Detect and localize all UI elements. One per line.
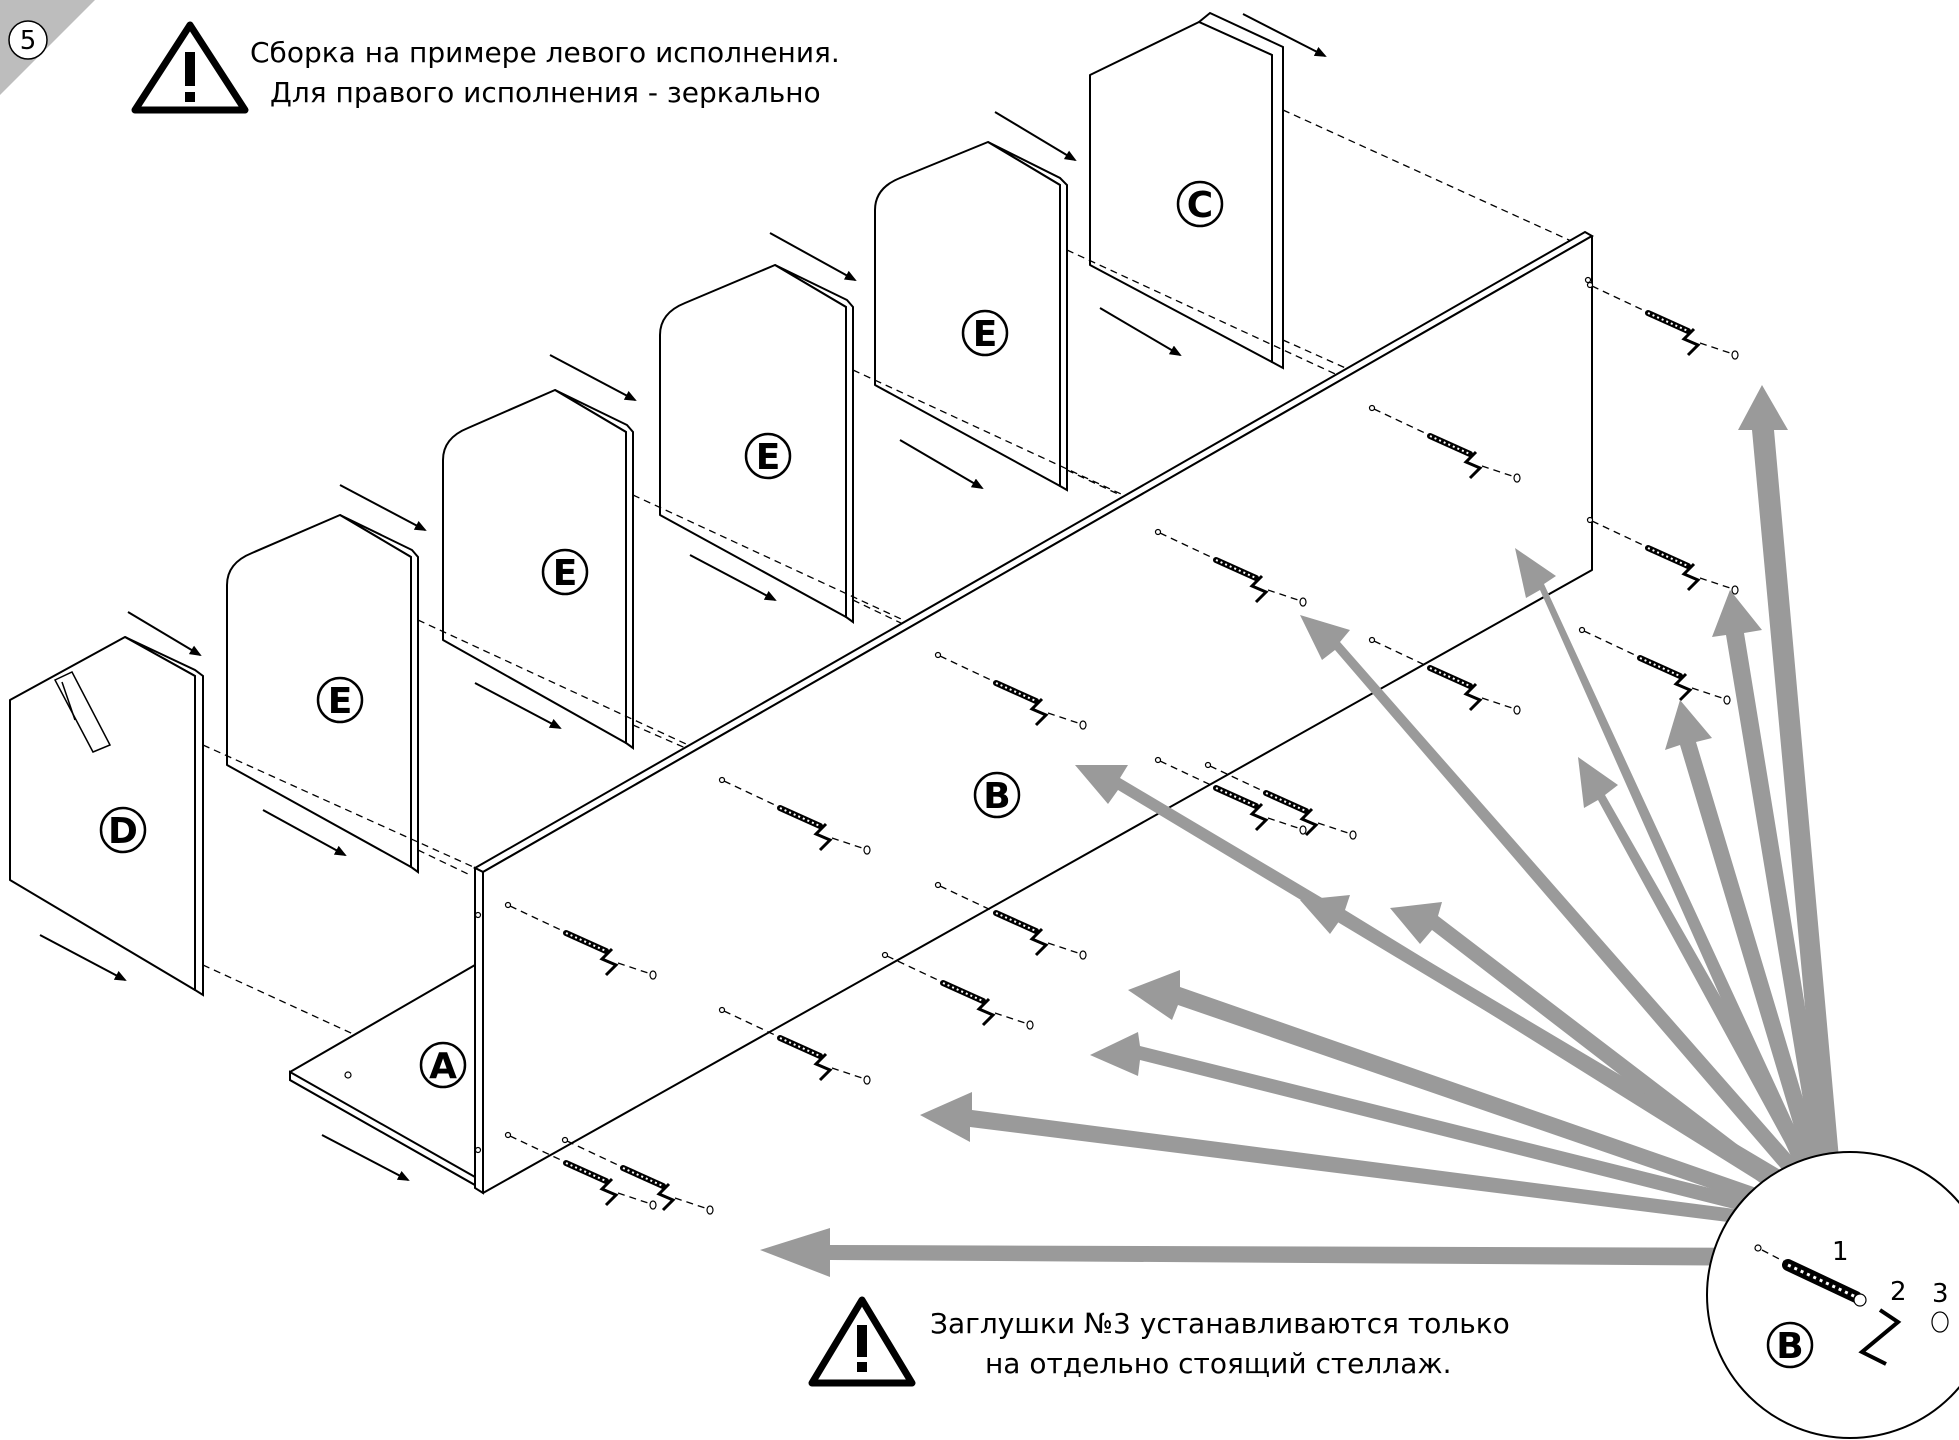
callout-arrows <box>760 385 1840 1277</box>
panel-e-2: E <box>226 514 419 874</box>
detail-part-1: 1 <box>1832 1237 1849 1267</box>
panel-c-label: C <box>1187 185 1213 226</box>
warning-top-line2: Для правого исполнения - зеркально <box>270 76 821 109</box>
warning-bottom-line2: на отдельно стоящий стеллаж. <box>985 1347 1451 1380</box>
panel-e-3: E <box>442 389 634 750</box>
panel-e-5: E <box>874 141 1068 492</box>
panel-e-4: E <box>659 264 854 624</box>
panel-a: A <box>289 964 476 1187</box>
panel-e-5-label: E <box>973 314 998 355</box>
panel-c: C <box>1089 11 1284 370</box>
warning-top-line1: Сборка на примере левого исполнения. <box>250 36 840 69</box>
panel-e-4-label: E <box>756 437 781 478</box>
step-badge: 5 <box>0 0 95 95</box>
insert-arrows <box>39 13 1327 1181</box>
detail-label: B <box>1776 1326 1803 1367</box>
panel-d: D <box>9 636 204 997</box>
warning-icon <box>131 21 249 114</box>
panel-b: B <box>472 230 1595 1195</box>
guide-lines <box>202 109 1581 1091</box>
panel-a-label: A <box>429 1046 457 1087</box>
detail-part-3: 3 <box>1932 1279 1949 1309</box>
step-number: 5 <box>20 26 37 56</box>
warning-icon-bottom <box>808 1296 916 1387</box>
panel-d-label: D <box>108 811 138 852</box>
panel-b-label: B <box>983 776 1010 817</box>
panel-e-3-label: E <box>553 553 578 594</box>
warning-bottom-line1: Заглушки №3 устанавливаются только <box>930 1307 1510 1340</box>
detail-circle: 1 2 3 B <box>1706 1151 1959 1439</box>
panel-e-2-label: E <box>328 681 353 722</box>
detail-part-2: 2 <box>1890 1277 1907 1307</box>
